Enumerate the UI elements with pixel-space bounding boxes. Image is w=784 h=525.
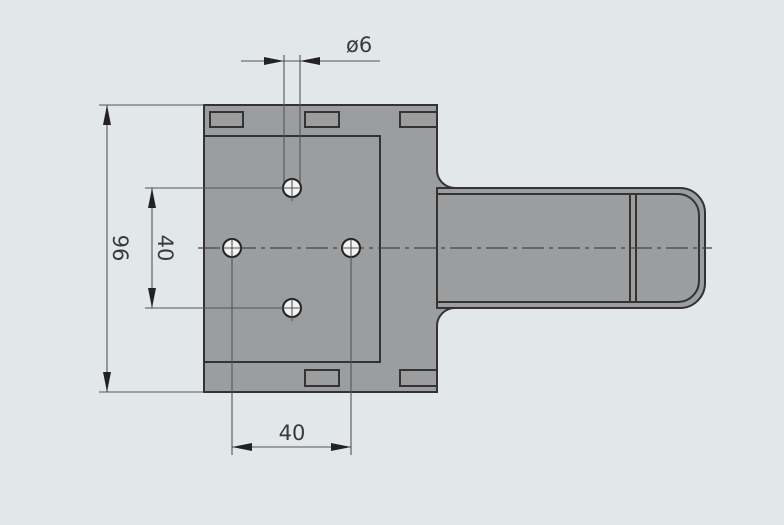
- inner-plate: [203, 135, 381, 363]
- dimension-hole-spacing-horizontal: 40: [231, 257, 352, 455]
- hole: [341, 238, 361, 258]
- dimension-label: 96: [108, 235, 132, 262]
- dimension-overall-height: 96: [99, 104, 204, 393]
- slot: [209, 111, 244, 128]
- slot: [304, 111, 340, 128]
- slot: [304, 369, 340, 387]
- arm-inner-outline: [378, 193, 700, 303]
- dimension-label: 40: [153, 235, 177, 262]
- hole: [282, 178, 302, 201]
- dimension-label: ø6: [346, 33, 372, 57]
- hole: [222, 238, 242, 258]
- dimension-hole-spacing-vertical: 40: [145, 187, 284, 309]
- dimension-hole-diameter: ø6: [241, 33, 380, 182]
- slot: [399, 369, 437, 387]
- slot: [399, 111, 437, 128]
- dimension-label: 40: [279, 421, 306, 445]
